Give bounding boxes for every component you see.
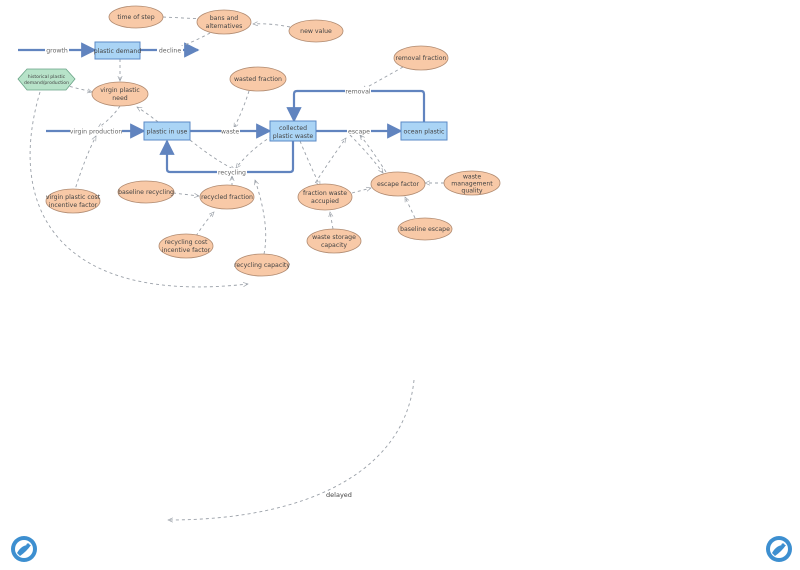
escape-label: escape: [348, 129, 370, 136]
var-bans-and-alternatives[interactable]: bans and alternatives: [196, 9, 252, 35]
svg-text:plastic in use: plastic in use: [147, 129, 188, 136]
var-fraction-waste-accupied[interactable]: fraction waste accupied: [297, 183, 353, 211]
waste-label: waste: [221, 129, 240, 136]
svg-text:virgin plastic cost: virgin plastic cost: [46, 194, 101, 201]
svg-text:new value: new value: [300, 28, 332, 35]
link-delayed: [168, 379, 415, 520]
link-removalfrac-removal: [362, 66, 404, 91]
var-new-value[interactable]: new value: [288, 19, 344, 43]
svg-text:recycling cost: recycling cost: [165, 239, 208, 246]
svg-text:plastic waste: plastic waste: [273, 133, 314, 140]
var-recycling-capacity[interactable]: recycling capacity: [234, 253, 290, 277]
svg-text:alternatives: alternatives: [206, 23, 243, 30]
svg-text:time of step: time of step: [117, 14, 154, 21]
var-waste-storage-capacity[interactable]: waste storage capacity: [306, 228, 362, 254]
svg-text:escape factor: escape factor: [377, 181, 420, 188]
svg-text:virgin plastic: virgin plastic: [100, 87, 140, 94]
svg-text:removal fraction: removal fraction: [396, 55, 447, 62]
link-baseline-recycled: [172, 192, 199, 196]
delayed-label: delayed: [326, 491, 352, 499]
svg-text:incentive factor: incentive factor: [162, 247, 211, 254]
stock-plastic-in-use[interactable]: plastic in use: [143, 121, 191, 141]
var-escape-factor[interactable]: escape factor: [370, 171, 426, 197]
svg-text:plastic demand: plastic demand: [94, 48, 142, 55]
flow-labels: growth decline virgin production waste e…: [45, 46, 371, 177]
link-historical-need: [63, 84, 92, 92]
svg-text:fraction waste: fraction waste: [303, 190, 347, 197]
stock-plastic-demand[interactable]: plastic demand: [94, 41, 142, 60]
stock-ocean-plastic[interactable]: ocean plastic: [400, 121, 448, 141]
svg-text:historical plastic: historical plastic: [28, 74, 66, 80]
link-cost-production: [73, 136, 97, 194]
link-collected-recycling: [236, 135, 273, 168]
growth-label: growth: [46, 48, 68, 55]
link-historical-capacity: [29, 91, 248, 288]
var-baseline-escape[interactable]: baseline escape: [397, 217, 453, 241]
svg-text:capacity: capacity: [321, 242, 347, 249]
removal-label: removal: [345, 89, 370, 96]
recycling-label: recycling: [218, 170, 246, 177]
var-baseline-recycling[interactable]: baseline recycling: [117, 180, 175, 204]
link-collected-fraction: [299, 140, 321, 186]
svg-text:baseline escape: baseline escape: [400, 226, 450, 233]
svg-text:accupied: accupied: [311, 198, 339, 205]
var-time-of-step[interactable]: time of step: [108, 5, 164, 29]
svg-text:recycling capacity: recycling capacity: [234, 262, 290, 269]
link-baseline-escapefactor: [404, 197, 416, 219]
link-newvalue-bans: [253, 24, 291, 28]
logo-right-icon[interactable]: [766, 536, 792, 562]
stock-collected-plastic-waste[interactable]: collected plastic waste: [269, 120, 317, 142]
var-virgin-plastic-cost-incentive-factor[interactable]: virgin plastic cost incentive factor: [45, 188, 101, 214]
link-cost-recycled: [195, 212, 214, 237]
decline-label: decline: [159, 48, 181, 55]
link-storage-fraction: [330, 212, 334, 230]
link-ocean-escapefactor: [349, 134, 383, 173]
svg-text:incentive factor: incentive factor: [49, 202, 98, 209]
svg-text:demand/production: demand/production: [24, 80, 69, 86]
causal-links: [29, 17, 444, 520]
link-escapefactor-escape: [360, 135, 387, 173]
link-capacity-recycling: [255, 180, 267, 255]
svg-text:waste: waste: [463, 174, 482, 181]
var-wasted-fraction[interactable]: wasted fraction: [229, 66, 287, 92]
svg-text:management: management: [451, 181, 493, 188]
svg-text:collected: collected: [279, 125, 307, 132]
virgin-production-label: virgin production: [70, 129, 123, 136]
logo-left-icon[interactable]: [11, 536, 37, 562]
svg-text:need: need: [112, 95, 128, 102]
svg-text:bans and: bans and: [210, 15, 239, 22]
link-inuse-need: [137, 107, 159, 123]
var-removal-fraction[interactable]: removal fraction: [393, 45, 449, 71]
converter-historical-demand[interactable]: historical plastic demand/production: [17, 68, 76, 91]
link-fraction-escapefactor: [351, 188, 371, 194]
svg-text:baseline recycling: baseline recycling: [118, 189, 174, 196]
link-fraction-escape: [311, 138, 346, 189]
svg-text:recycled fraction: recycled fraction: [201, 194, 253, 201]
link-time-bans: [162, 17, 204, 19]
link-inuse-recycling: [189, 139, 235, 171]
var-waste-management-quality[interactable]: waste management quality: [443, 170, 501, 196]
link-need-production: [98, 105, 121, 128]
svg-text:waste storage: waste storage: [312, 234, 356, 241]
var-virgin-plastic-need[interactable]: virgin plastic need: [91, 81, 149, 107]
svg-text:quality: quality: [461, 188, 483, 195]
svg-text:wasted fraction: wasted fraction: [234, 76, 282, 83]
link-wasted-waste: [233, 90, 250, 128]
flow-pipes: [18, 42, 426, 174]
var-recycled-fraction[interactable]: recycled fraction: [199, 184, 255, 210]
var-recycling-cost-incentive-factor[interactable]: recycling cost incentive factor: [158, 233, 214, 259]
removal-flow: [286, 89, 426, 123]
svg-text:ocean plastic: ocean plastic: [404, 129, 445, 136]
